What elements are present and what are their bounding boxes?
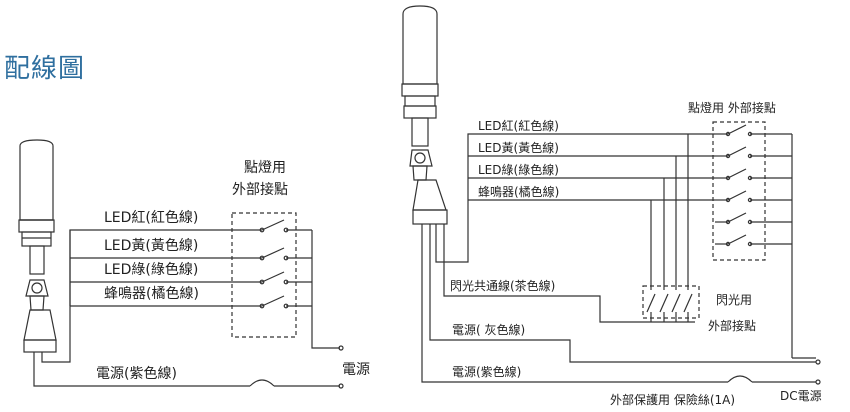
flash-contact-label-2: 外部接點 <box>708 318 756 333</box>
gray-power-wire: 電源( 灰色線) <box>452 322 525 337</box>
left-power-label: 電源 <box>342 362 370 378</box>
right-contact-label: 點燈用 外部接點 <box>688 100 776 115</box>
dc-power-label: DC電源 <box>780 389 822 403</box>
left-wire-yellow: LED黃(黃色線) <box>104 237 198 254</box>
right-signal-tower <box>401 5 448 225</box>
left-wire-buzzer: 蜂鳴器(橘色線) <box>104 285 199 302</box>
flash-common-wire: 閃光共通線(茶色線) <box>450 278 555 293</box>
left-wire-green: LED綠(綠色線) <box>104 261 198 278</box>
left-contact-label-2: 外部接點 <box>232 181 288 198</box>
right-wire-buzzer: 蜂鳴器(橘色線) <box>478 184 559 199</box>
left-power-wire: 電源(紫色線) <box>96 365 177 382</box>
right-wire-green: LED綠(綠色線) <box>478 162 559 177</box>
right-wire-yellow: LED黃(黃色線) <box>478 140 559 155</box>
left-signal-tower <box>18 139 57 353</box>
fuse-label: 外部保護用 保險絲(1A) <box>610 392 735 407</box>
flash-contact-label-1: 閃光用 <box>716 293 752 307</box>
page-title: 配線圖 <box>4 54 86 84</box>
right-power-wire: 電源(紫色線) <box>452 364 521 379</box>
left-wire-red: LED紅(紅色線) <box>104 209 198 226</box>
left-contact-label-1: 點燈用 <box>244 160 286 176</box>
right-wire-red: LED紅(紅色線) <box>478 118 559 133</box>
